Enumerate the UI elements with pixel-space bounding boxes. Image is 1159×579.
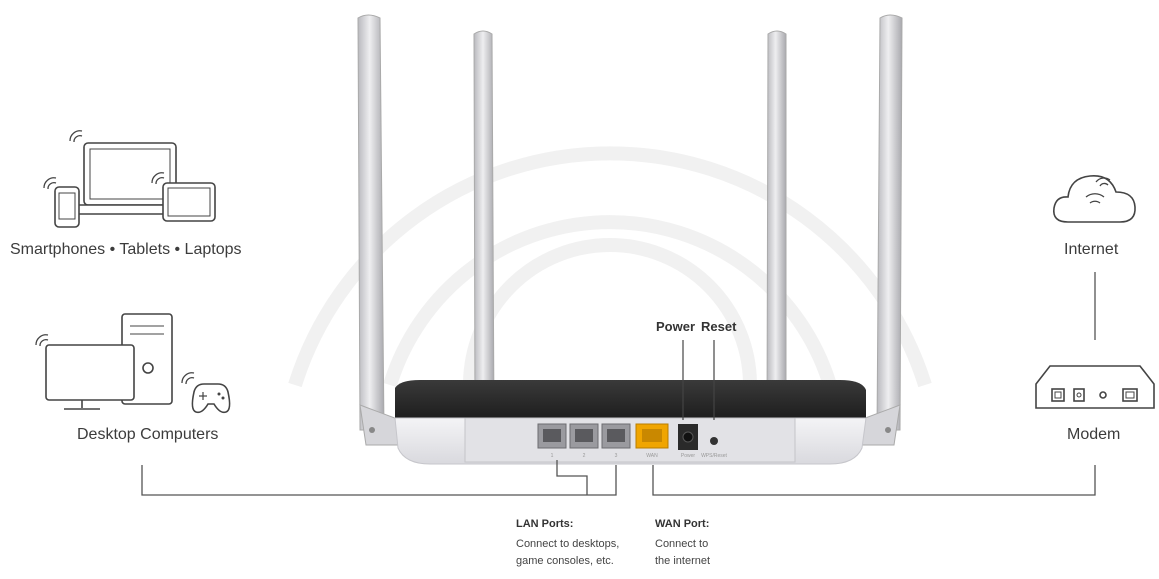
router-body: 1 2 3 WAN Power WPS/Reset xyxy=(394,380,867,465)
wan-port-line: Connect to xyxy=(655,538,709,550)
wifi-signal-icon xyxy=(1085,177,1111,204)
button-pointers xyxy=(682,340,715,420)
port-mark: 2 xyxy=(583,453,586,459)
modem-label: Modem xyxy=(1067,426,1121,443)
reset-label: Reset xyxy=(701,319,737,334)
lan-ports-description: Connect to desktops, game consoles, etc. xyxy=(516,536,619,570)
monitor-icon xyxy=(45,344,135,410)
port-mark: 1 xyxy=(551,453,554,459)
power-jack xyxy=(678,424,698,450)
connection-lines xyxy=(141,272,1096,496)
wan-port xyxy=(635,423,669,449)
internet-label: Internet xyxy=(1064,241,1119,258)
gamepad-icon xyxy=(191,383,231,414)
wan-port-description: Connect to the internet xyxy=(655,536,710,570)
wan-port-title: WAN Port: xyxy=(655,518,710,530)
wifi-signal-icon xyxy=(35,334,195,385)
modem-icon xyxy=(1035,365,1155,409)
tablet-icon xyxy=(162,182,216,222)
wifi-signal-icon xyxy=(43,130,165,190)
cloud-icon xyxy=(1052,175,1136,223)
power-label: Power xyxy=(656,319,696,334)
port-mark: WAN xyxy=(646,453,658,459)
reset-button xyxy=(710,437,718,445)
wifi-arcs-icon xyxy=(288,146,932,388)
wan-port-line: the internet xyxy=(655,555,711,567)
desktop-computers-label: Desktop Computers xyxy=(77,426,219,443)
port-mark: Power xyxy=(681,453,696,459)
lan-ports xyxy=(537,423,631,449)
port-mark: 3 xyxy=(615,453,618,459)
port-mark: WPS/Reset xyxy=(701,453,727,459)
lan-ports-line: Connect to desktops, xyxy=(516,538,620,550)
mobile-devices-label: Smartphones • Tablets • Laptops xyxy=(10,241,242,258)
laptop-icon xyxy=(67,142,191,215)
lan-ports-line: game consoles, etc. xyxy=(516,555,614,567)
lan-ports-title: LAN Ports: xyxy=(516,518,574,530)
smartphone-icon xyxy=(54,186,80,228)
